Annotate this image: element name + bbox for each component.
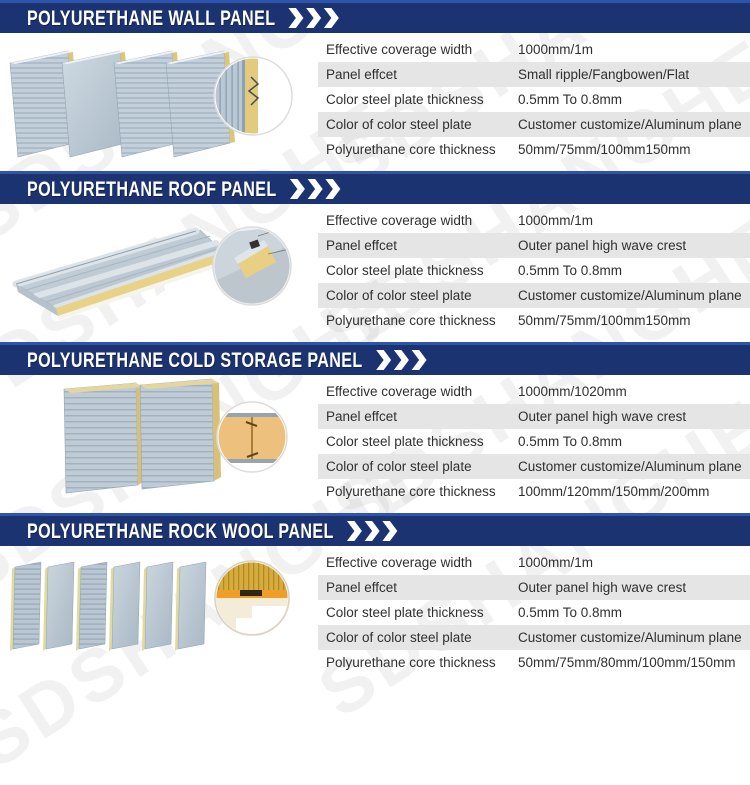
spec-value: 50mm/75mm/80mm/100mm/150mm (518, 655, 736, 670)
rock-wool-spec-table: Effective coverage width 1000mm/1m Panel … (318, 550, 750, 670)
section-rock-wool-panel: POLYURETHANE ROCK WOOL PANEL (0, 513, 750, 670)
spec-row: Panel effcet Outer panel high wave crest (318, 575, 750, 600)
spec-label: Effective coverage width (326, 555, 473, 570)
spec-value: Customer customize/Aluminum plane (518, 630, 742, 645)
section-roof-panel: POLYURETHANE ROOF PANEL (0, 171, 750, 342)
cold-storage-joint-detail-image (216, 401, 288, 473)
spec-value: 100mm/120mm/150mm/200mm (518, 484, 710, 499)
spec-value: Customer customize/Aluminum plane (518, 459, 742, 474)
wall-panel-title: POLYURETHANE WALL PANEL (27, 5, 276, 30)
spec-value: Outer panel high wave crest (518, 580, 687, 595)
spec-label: Panel effcet (326, 409, 398, 424)
rock-wool-title: POLYURETHANE ROCK WOOL PANEL (27, 518, 334, 543)
spec-label: Effective coverage width (326, 42, 473, 57)
spec-label: Polyurethane core thickness (326, 655, 496, 670)
wall-panel-figure (0, 33, 318, 171)
spec-value: Customer customize/Aluminum plane (518, 288, 742, 303)
spec-label: Color of color steel plate (326, 459, 472, 474)
spec-label: Polyurethane core thickness (326, 142, 496, 157)
cold-storage-spec-table: Effective coverage width 1000mm/1020mm Pa… (318, 379, 750, 513)
spec-label: Color steel plate thickness (326, 605, 484, 620)
section-cold-storage-panel: POLYURETHANE COLD STORAGE PANEL (0, 342, 750, 513)
spec-row: Color of color steel plate Customer custo… (318, 454, 750, 479)
rock-wool-figure (0, 546, 318, 667)
rock-wool-detail-image (214, 560, 290, 636)
section-wall-panel: POLYURETHANE WALL PANEL (0, 0, 750, 171)
wall-panel-spec-table: Effective coverage width 1000mm/1m Panel … (318, 37, 750, 171)
spec-value: 0.5mm To 0.8mm (518, 263, 623, 278)
spec-row: Panel effcet Outer panel high wave crest (318, 404, 750, 429)
spec-label: Panel effcet (326, 238, 398, 253)
spec-value: 0.5mm To 0.8mm (518, 434, 623, 449)
spec-row: Color steel plate thickness 0.5mm To 0.8m… (318, 258, 750, 283)
spec-value: 50mm/75mm/100mm150mm (518, 142, 691, 157)
spec-row: Color steel plate thickness 0.5mm To 0.8m… (318, 429, 750, 454)
wall-panel-header-bar: POLYURETHANE WALL PANEL (0, 0, 750, 33)
roof-panel-spec-table: Effective coverage width 1000mm/1m Panel … (318, 208, 750, 342)
spec-value: 0.5mm To 0.8mm (518, 92, 623, 107)
spec-value: Outer panel high wave crest (518, 238, 687, 253)
roof-panel-header-bar: POLYURETHANE ROOF PANEL (0, 171, 750, 204)
triple-chevron-icon (288, 8, 340, 28)
spec-row: Color steel plate thickness 0.5mm To 0.8m… (318, 600, 750, 625)
spec-label: Polyurethane core thickness (326, 484, 496, 499)
cold-storage-title: POLYURETHANE COLD STORAGE PANEL (27, 347, 363, 372)
spec-label: Effective coverage width (326, 213, 473, 228)
spec-label: Color steel plate thickness (326, 263, 484, 278)
spec-value: 1000mm/1m (518, 555, 594, 570)
triple-chevron-icon (289, 179, 341, 199)
spec-value: 1000mm/1020mm (518, 384, 627, 399)
spec-label: Polyurethane core thickness (326, 313, 496, 328)
cold-storage-header-bar: POLYURETHANE COLD STORAGE PANEL (0, 342, 750, 375)
rock-wool-panels-image (10, 560, 290, 651)
spec-label: Panel effcet (326, 580, 398, 595)
spec-row: Color of color steel plate Customer custo… (318, 625, 750, 650)
spec-label: Color of color steel plate (326, 288, 472, 303)
spec-row: Polyurethane core thickness 50mm/75mm/100… (318, 308, 750, 333)
roof-panel-joint-detail-image (212, 226, 292, 306)
spec-label: Effective coverage width (326, 384, 473, 399)
spec-row: Color of color steel plate Customer custo… (318, 112, 750, 137)
spec-row: Color of color steel plate Customer custo… (318, 283, 750, 308)
roof-panel-image (12, 226, 292, 320)
spec-row: Color steel plate thickness 0.5mm To 0.8m… (318, 87, 750, 112)
cold-storage-figure (0, 375, 318, 513)
spec-value: 50mm/75mm/100mm150mm (518, 313, 691, 328)
spec-value: 0.5mm To 0.8mm (518, 605, 623, 620)
spec-value: Outer panel high wave crest (518, 409, 687, 424)
triple-chevron-icon (375, 350, 427, 370)
spec-row: Effective coverage width 1000mm/1m (318, 37, 750, 62)
spec-label: Color steel plate thickness (326, 92, 484, 107)
spec-row: Effective coverage width 1000mm/1m (318, 550, 750, 575)
spec-value: 1000mm/1m (518, 42, 594, 57)
roof-panel-figure (0, 204, 318, 342)
spec-label: Color steel plate thickness (326, 434, 484, 449)
spec-row: Panel effcet Outer panel high wave crest (318, 233, 750, 258)
spec-row: Effective coverage width 1000mm/1m (318, 208, 750, 233)
wall-panels-image (9, 50, 293, 158)
cold-storage-panels-image (63, 378, 288, 494)
spec-row: Effective coverage width 1000mm/1020mm (318, 379, 750, 404)
triple-chevron-icon (346, 521, 398, 541)
spec-value: 1000mm/1m (518, 213, 594, 228)
rock-wool-header-bar: POLYURETHANE ROCK WOOL PANEL (0, 513, 750, 546)
spec-row: Polyurethane core thickness 50mm/75mm/80m… (318, 650, 750, 675)
spec-value: Customer customize/Aluminum plane (518, 117, 742, 132)
spec-row: Polyurethane core thickness 100mm/120mm/1… (318, 479, 750, 504)
spec-row: Polyurethane core thickness 50mm/75mm/100… (318, 137, 750, 162)
spec-label: Color of color steel plate (326, 117, 472, 132)
spec-label: Panel effcet (326, 67, 398, 82)
roof-panel-title: POLYURETHANE ROOF PANEL (27, 176, 277, 201)
spec-row: Panel effcet Small ripple/Fangbowen/Flat (318, 62, 750, 87)
spec-value: Small ripple/Fangbowen/Flat (518, 67, 690, 82)
spec-label: Color of color steel plate (326, 630, 472, 645)
